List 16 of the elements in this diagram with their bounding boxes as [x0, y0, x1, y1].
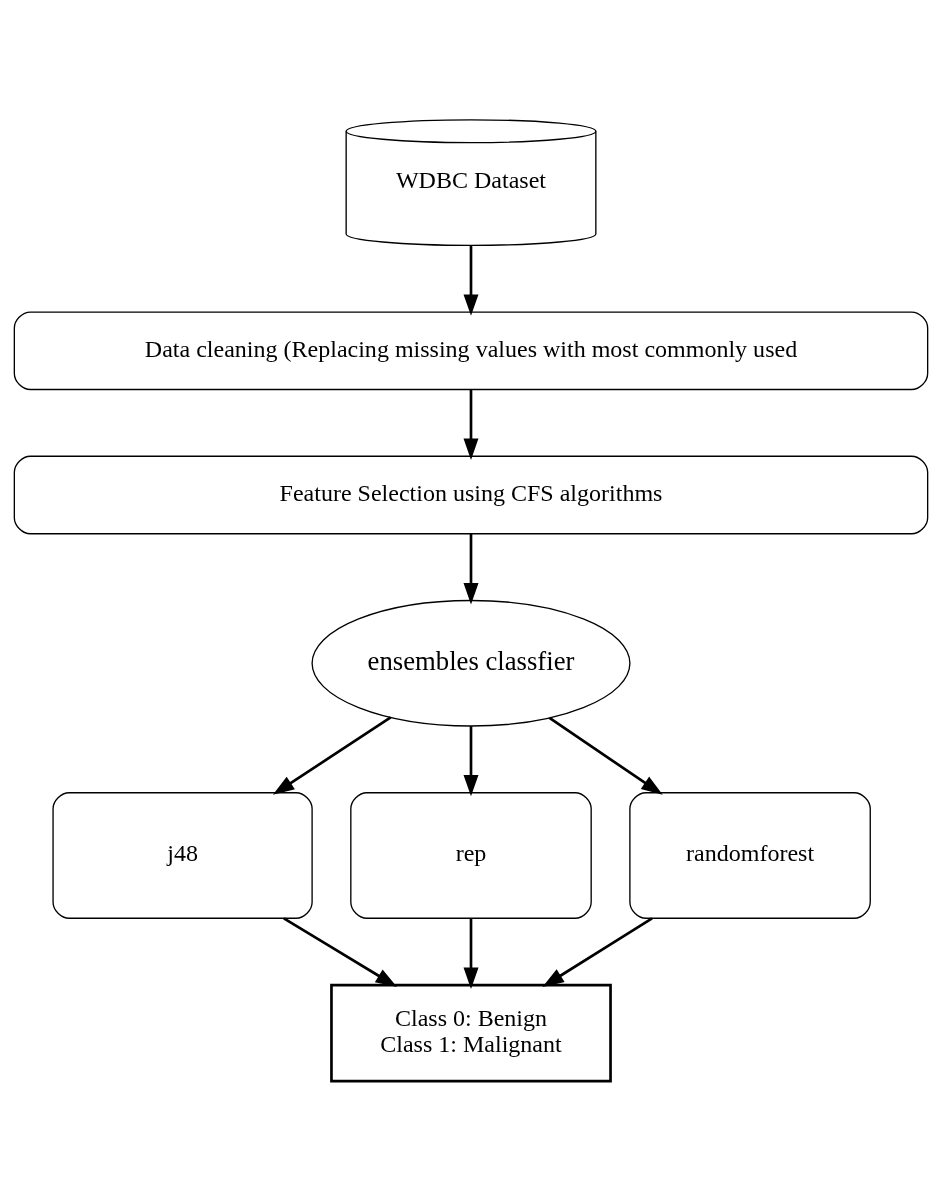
node-box: j48: [51, 792, 313, 919]
node-box: Data cleaning (Replacing missing values with most commonly used: [13, 311, 928, 391]
arrow: [463, 726, 478, 797]
arrow: [463, 533, 478, 605]
node-box: Class 0: Benign Class 1: Malignant: [329, 983, 612, 1083]
arrow: [463, 389, 478, 460]
arrow: [548, 716, 663, 795]
arrow: [463, 918, 478, 989]
arrow: [282, 917, 397, 987]
arrow: [463, 245, 478, 316]
arrow: [542, 917, 653, 987]
node-box: Feature Selection using CFS algorithms: [13, 455, 928, 535]
node-box: randomforest: [628, 792, 871, 919]
node-box: rep: [349, 792, 592, 919]
arrow: [272, 716, 391, 795]
node-ellipse: ensembles classfier: [310, 599, 631, 727]
